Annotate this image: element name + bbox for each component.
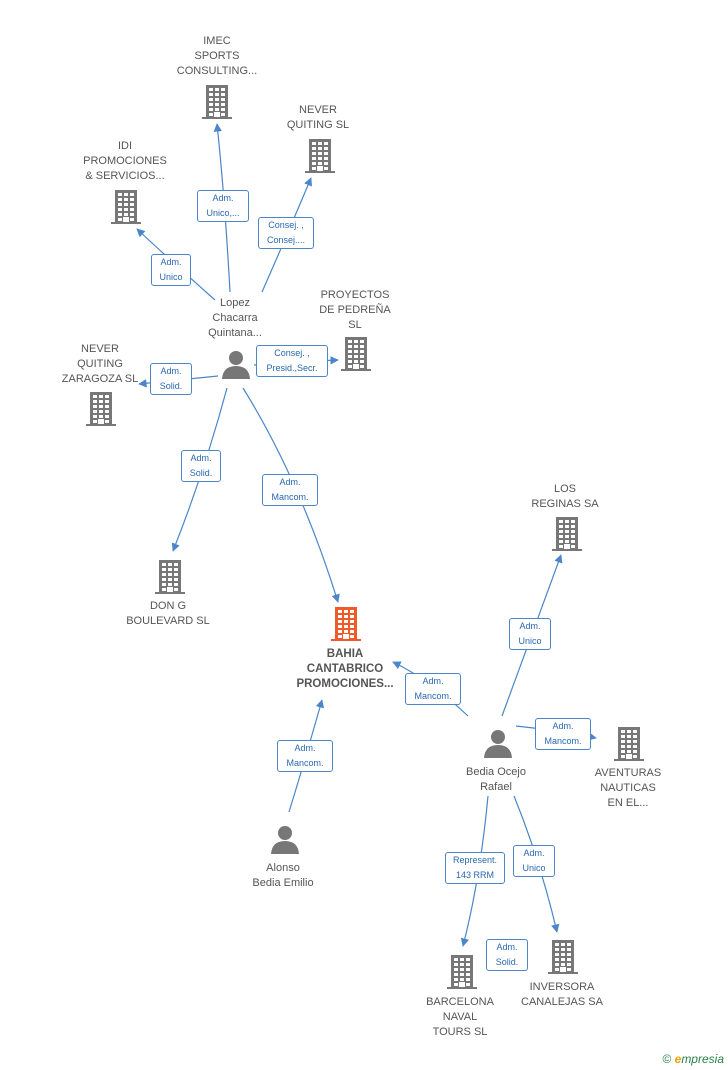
person-icon-bedia_rafael[interactable] xyxy=(484,730,512,758)
node-label-barcelona[interactable]: BARCELONA NAVAL TOURS SL xyxy=(426,996,494,1038)
node-label-aventuras[interactable]: AVENTURAS NAUTICAS EN EL... xyxy=(594,767,662,809)
node-label-don_g[interactable]: DON G BOULEVARD SL xyxy=(126,600,210,627)
node-label-idi[interactable]: IDI PROMOCIONES & SERVICIOS... xyxy=(83,140,167,182)
building-icon-never_zaragoza[interactable] xyxy=(86,392,116,426)
building-icon-don_g[interactable] xyxy=(155,560,185,594)
node-label-inversora[interactable]: INVERSORA CANALEJAS SA xyxy=(521,981,603,1008)
building-icon-never_quiting[interactable] xyxy=(305,139,335,173)
node-label-alonso[interactable]: Alonso Bedia Emilio xyxy=(252,862,314,889)
edge-label-e10[interactable]: Adm. Mancom. xyxy=(535,718,591,750)
building-icon-aventuras[interactable] xyxy=(614,727,644,761)
edge-label-e6[interactable]: Adm. Solid. xyxy=(181,450,221,482)
node-label-lopez[interactable]: Lopez Chacarra Quintana... xyxy=(208,297,262,339)
edge-label-e1[interactable]: Adm. Unico,... xyxy=(197,190,249,222)
node-label-bahia[interactable]: BAHIA CANTABRICO PROMOCIONES... xyxy=(296,648,394,690)
node-label-bedia_rafael[interactable]: Bedia Ocejo Rafael xyxy=(466,766,526,793)
building-icon-proyectos[interactable] xyxy=(341,337,371,371)
person-icon-alonso[interactable] xyxy=(271,826,299,854)
copyright-icon: © xyxy=(662,1052,672,1066)
building-icon-inversora[interactable] xyxy=(548,940,578,974)
edge-label-e14[interactable]: Adm. Solid. xyxy=(486,939,528,971)
edge-label-e11[interactable]: Adm. Mancom. xyxy=(277,740,333,772)
edge-label-e12[interactable]: Represent. 143 RRM xyxy=(445,852,505,884)
node-label-los_reginas[interactable]: LOS REGINAS SA xyxy=(531,483,599,510)
node-label-never_zaragoza[interactable]: NEVER QUITING ZARAGOZA SL xyxy=(61,343,139,385)
edge-label-e3[interactable]: Adm. Unico xyxy=(151,254,191,286)
edge-label-e8[interactable]: Adm. Unico xyxy=(509,618,551,650)
building-icon-bahia[interactable] xyxy=(331,607,361,641)
node-label-imec[interactable]: IMEC SPORTS CONSULTING... xyxy=(176,35,258,77)
edge-label-e5[interactable]: Adm. Solid. xyxy=(150,363,192,395)
person-icon-lopez[interactable] xyxy=(222,351,250,379)
building-icon-imec[interactable] xyxy=(202,85,232,119)
edge-label-e13[interactable]: Adm. Unico xyxy=(513,845,555,877)
building-icon-idi[interactable] xyxy=(111,190,141,224)
node-label-never_quiting[interactable]: NEVER QUITING SL xyxy=(286,104,350,131)
edge-label-e9[interactable]: Adm. Mancom. xyxy=(405,673,461,705)
building-icon-barcelona[interactable] xyxy=(447,955,477,989)
empresia-logo: © empresia xyxy=(662,1052,724,1066)
node-label-proyectos[interactable]: PROYECTOS DE PEDREÑA SL xyxy=(319,289,391,331)
edge-label-e2[interactable]: Consej. , Consej.... xyxy=(258,217,314,249)
edge-label-e4[interactable]: Consej. , Presid.,Secr. xyxy=(256,345,328,377)
edge-label-e7[interactable]: Adm. Mancom. xyxy=(262,474,318,506)
building-icon-los_reginas[interactable] xyxy=(552,517,582,551)
